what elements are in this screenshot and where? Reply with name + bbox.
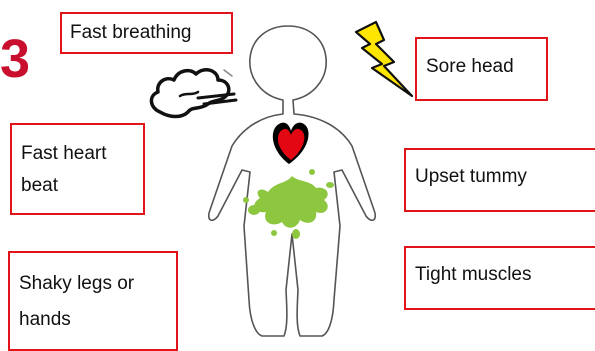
- label-fast-breathing: Fast breathing: [60, 12, 233, 54]
- label-tight-muscles: Tight muscles: [404, 246, 595, 310]
- label-text: Fast breathing: [70, 22, 231, 44]
- label-text-line1: Fast heart: [21, 138, 143, 170]
- label-text: Upset tummy: [415, 166, 595, 188]
- lightning-icon: [356, 22, 412, 96]
- label-sore-head: Sore head: [415, 37, 548, 101]
- label-shaky-legs-or-hands: Shaky legs or hands: [8, 251, 178, 351]
- breath-cloud-icon: [151, 70, 236, 117]
- label-text-line2: hands: [19, 302, 176, 338]
- label-text: Tight muscles: [415, 264, 595, 286]
- label-text-line1: Shaky legs or: [19, 266, 176, 302]
- step-number: 3: [0, 28, 48, 90]
- diagram-page: 3 Fast breathing Sore head Fast heart be…: [0, 0, 595, 340]
- label-fast-heart-beat: Fast heart beat: [10, 123, 145, 215]
- label-upset-tummy: Upset tummy: [404, 148, 595, 212]
- label-text: Sore head: [426, 56, 546, 78]
- label-text-line2: beat: [21, 170, 143, 202]
